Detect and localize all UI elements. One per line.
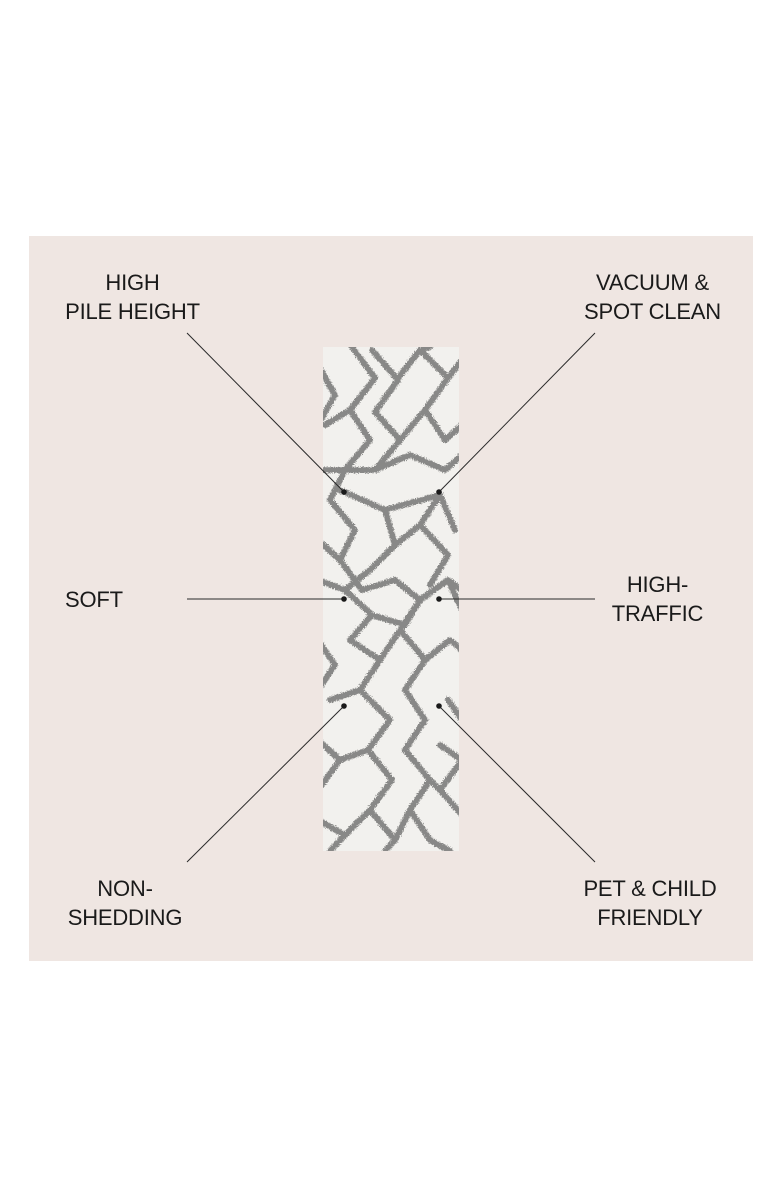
label-soft: SOFT [65,585,185,614]
label-non-shedding: NON- SHEDDING [55,874,195,932]
callout-line-high-pile-height [186,332,345,493]
callout-dot-high-traffic [436,596,442,602]
label-line: SHEDDING [67,905,183,930]
label-line: SPOT CLEAN [584,299,721,324]
label-line: VACUUM & [596,270,709,295]
label-high-traffic: HIGH- TRAFFIC [600,570,715,628]
label-high-pile-height: HIGH PILE HEIGHT [40,268,225,326]
label-line: FRIENDLY [597,905,703,930]
rug-pattern [323,347,459,851]
label-line: NON- [97,876,153,901]
label-pet-child-friendly: PET & CHILD FRIENDLY [565,874,735,932]
label-line: TRAFFIC [611,601,704,626]
callout-dot-non-shedding [341,703,347,709]
callout-line-non-shedding [186,705,345,863]
callout-lines [186,332,596,863]
callout-dot-high-pile-height [341,489,347,495]
callout-line-pet-child-friendly [438,705,596,863]
callout-dot-pet-child-friendly [436,703,442,709]
callout-line-vacuum-spot-clean [438,332,596,493]
label-vacuum-spot-clean: VACUUM & SPOT CLEAN [560,268,745,326]
callout-dot-soft [341,596,347,602]
label-line: SOFT [65,587,123,612]
callout-dot-vacuum-spot-clean [436,489,442,495]
label-line: PILE HEIGHT [65,299,200,324]
label-line: HIGH [105,270,160,295]
label-line: HIGH- [626,572,689,597]
label-line: PET & CHILD [583,876,717,901]
callout-dots [341,489,442,709]
